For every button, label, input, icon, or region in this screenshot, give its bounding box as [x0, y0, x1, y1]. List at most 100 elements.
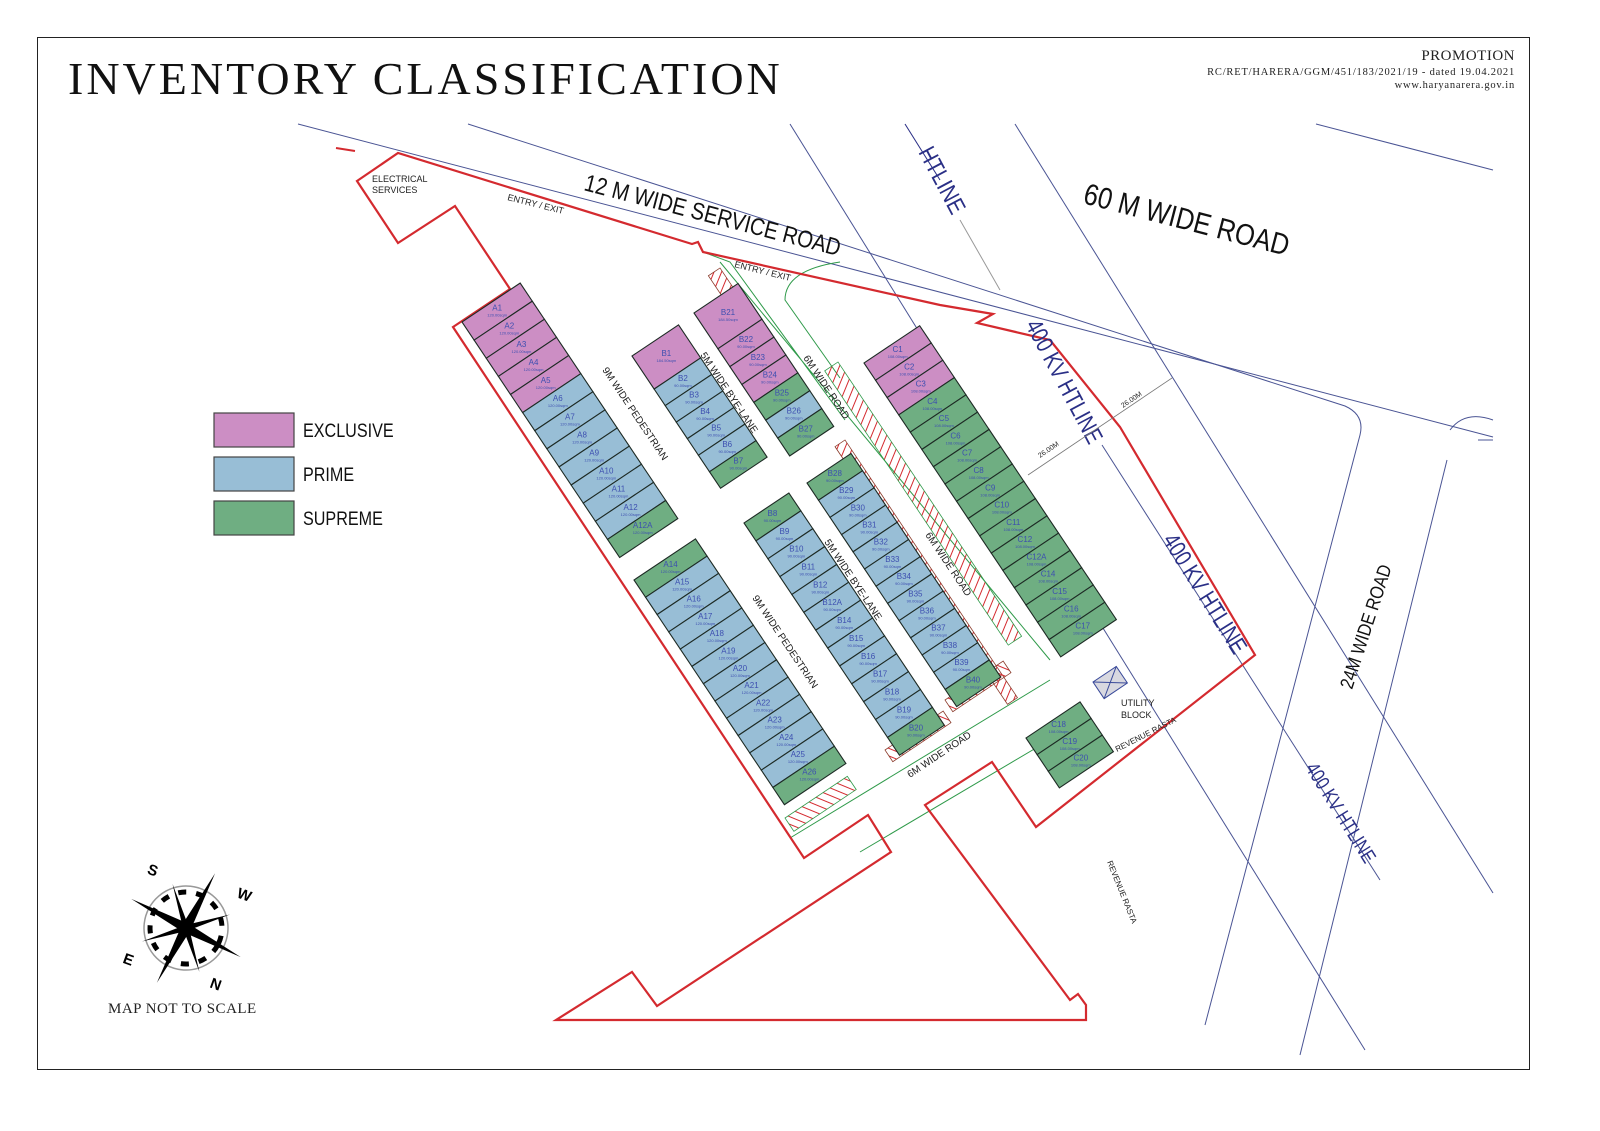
plot-strip-B-east-north: B21184.50sqmB2290.00sqmB2390.00sqmB2490.… [693, 282, 835, 457]
plot-area-label: 120.00sqm [487, 313, 507, 318]
compass-w: W [235, 885, 255, 906]
plot-id-label: B25 [775, 389, 790, 398]
plot-c20[interactable] [1047, 734, 1115, 789]
utility-label-1: UTILITY [1121, 698, 1155, 708]
plot-area-label: 120.00sqm [718, 655, 738, 660]
plot-id-label: A8 [577, 430, 587, 439]
plot-id-label: B16 [861, 652, 876, 661]
rera-registration: RC/RET/HARERA/GGM/451/183/2021/19 - date… [1207, 67, 1515, 78]
plot-area-label: 90.00sqm [871, 679, 889, 684]
plot-id-label: C5 [939, 414, 950, 423]
plot-area-label: 90.00sqm [861, 529, 879, 534]
side-road-label: 24M WIDE ROAD [1336, 562, 1396, 692]
main-road-edge [467, 123, 1362, 1026]
plot-area-label: 120.00sqm [742, 690, 762, 695]
plot-area-label: 120.00sqm [730, 673, 750, 678]
plot-a12a[interactable] [606, 499, 679, 559]
compass-n: N [208, 975, 224, 995]
parking-bay-strip [824, 361, 1023, 646]
plot-area-label: 108.00sqm [888, 354, 908, 359]
plot-id-label: C4 [927, 397, 938, 406]
plot-area-label: 120.00sqm [753, 707, 773, 712]
plot-b7[interactable] [708, 439, 768, 490]
htline-label-1: 400 KV HTLINE [1020, 315, 1108, 448]
plot-id-label: C1 [893, 345, 904, 354]
plot-id-label: B32 [874, 538, 889, 547]
utility-cross [1103, 666, 1117, 699]
plot-area-label: 90.00sqm [918, 615, 936, 620]
plot-area-label: 120.00sqm [499, 331, 519, 336]
plot-id-label: B37 [931, 624, 946, 633]
plot-area-label: 90.00sqm [785, 415, 803, 420]
plot-id-label: C3 [916, 380, 927, 389]
setback-label-2: 26.00M [1120, 391, 1143, 410]
plot-area-label: 90.00sqm [953, 667, 971, 672]
plot-area-label: 90.00sqm [907, 598, 925, 603]
plot-id-label: A11 [612, 485, 626, 494]
setback-dimensions [1027, 377, 1173, 476]
plot-id-label: C17 [1075, 622, 1090, 631]
plot-id-label: C7 [962, 449, 973, 458]
plot-area-label: 120.00sqm [596, 476, 616, 481]
plot-area-label: 108.00sqm [1050, 596, 1070, 601]
plot-id-label: A23 [768, 716, 783, 725]
legend-swatch-exclusive [213, 412, 295, 448]
parking-bay-strip [784, 775, 857, 832]
internal-roads [702, 251, 1081, 853]
plot-id-label: B27 [799, 424, 814, 433]
promotion-label: PROMOTION [1421, 48, 1515, 64]
plot-id-label: B40 [966, 675, 981, 684]
plot-id-label: B2 [678, 374, 688, 383]
plot-id-label: A1 [492, 304, 502, 313]
plot-id-label: C20 [1073, 753, 1088, 762]
plot-id-label: A10 [599, 467, 614, 476]
htline-4 [904, 123, 941, 181]
plot-id-label: B5 [711, 423, 721, 432]
plot-area-label: 90.00sqm [696, 416, 714, 421]
plot-id-label: B3 [689, 390, 699, 399]
htline-3 [1101, 444, 1381, 881]
boundary-fragment [335, 147, 356, 152]
plot-id-label: B22 [739, 335, 754, 344]
plot-area-label: 90.00sqm [895, 581, 913, 586]
plot-id-label: A16 [687, 595, 702, 604]
plot-area-label: 184.50sqm [656, 358, 676, 363]
plot-id-label: A9 [589, 449, 599, 458]
plot-id-label: B19 [897, 705, 912, 714]
plot-area-label: 120.00sqm [695, 621, 715, 626]
plot-b27[interactable] [776, 407, 835, 457]
plot-id-label: B1 [661, 349, 671, 358]
plot-area-label: 90.00sqm [823, 607, 841, 612]
plot-area-label: 120.00sqm [672, 586, 692, 591]
plot-id-label: B12 [813, 580, 828, 589]
plot-area-label: 90.00sqm [872, 547, 890, 552]
plot-b40[interactable] [944, 659, 1002, 708]
plot-id-label: C12A [1026, 552, 1047, 561]
plot-area-label: 120.00sqm [661, 569, 681, 574]
plot-id-label: C8 [974, 466, 985, 475]
plot-strip-B-east-south: B2890.00sqmB2990.00sqmB3090.00sqmB3190.0… [806, 452, 1002, 708]
plot-area-label: 120.00sqm [788, 759, 808, 764]
plot-area-label: 108.00sqm [980, 492, 1000, 497]
plot-id-label: B33 [885, 555, 900, 564]
service-road-label: 12 M WIDE SERVICE ROAD [582, 169, 844, 261]
plot-a26[interactable] [772, 745, 847, 806]
plot-strip-B-west-south: B890.00sqmB990.00sqmB1090.00sqmB1190.00s… [743, 492, 946, 757]
entry-curve [784, 261, 841, 379]
plot-id-label: B8 [768, 509, 778, 518]
plot-area-label: 120.00sqm [512, 349, 532, 354]
plot-id-label: B26 [787, 406, 802, 415]
plot-id-label: A6 [553, 394, 563, 403]
plot-c17[interactable] [1048, 601, 1118, 658]
plot-id-label: A17 [698, 612, 713, 621]
main-road-label: 60 M WIDE ROAD [1080, 177, 1293, 262]
plot-id-label: A14 [663, 560, 678, 569]
plot-area-label: 120.00sqm [524, 367, 544, 372]
plot-area-label: 90.00sqm [707, 432, 725, 437]
legend-label-prime: PRIME [303, 464, 354, 486]
plot-b20[interactable] [886, 706, 946, 757]
setback-dimension-line [1027, 377, 1173, 476]
plot-area-label: 90.00sqm [761, 380, 779, 385]
plot-id-label: A25 [791, 750, 806, 759]
